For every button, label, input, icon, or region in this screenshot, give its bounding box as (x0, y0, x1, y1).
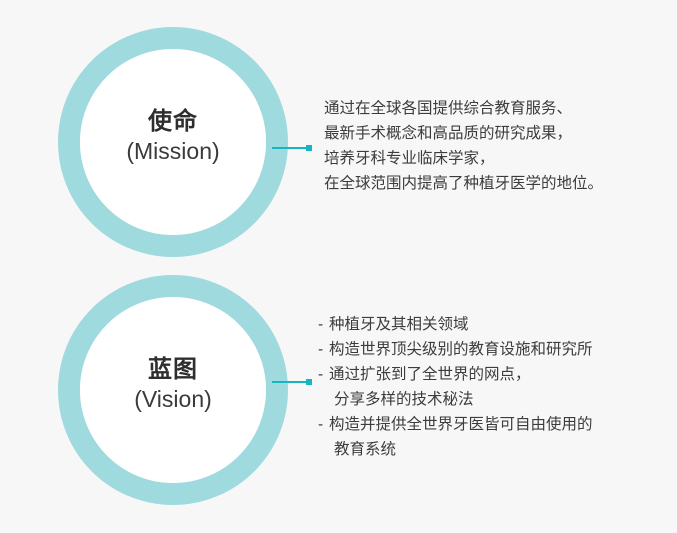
vision-list-item: -种植牙及其相关领域 (318, 312, 593, 337)
vision-text-block: -种植牙及其相关领域 -构造世界顶尖级别的教育设施和研究所 -通过扩张到了全世界… (318, 312, 593, 462)
mission-circle-label: 使命 (Mission) (80, 108, 266, 165)
vision-connector-endpoint-icon (306, 379, 312, 385)
vision-list-dash: - (318, 341, 324, 358)
vision-list-item-text: 构造世界顶尖级别的教育设施和研究所 (329, 341, 593, 358)
mission-text-line: 在全球范围内提高了种植牙医学的地位。 (324, 175, 604, 192)
mission-title-cjk: 使命 (148, 108, 198, 135)
vision-list-item: -构造并提供全世界牙医皆可自由使用的 (318, 412, 593, 437)
vision-list-dash: - (318, 316, 324, 333)
vision-list-item-text: 通过扩张到了全世界的网点， (329, 366, 531, 383)
vision-list-item-text: 构造并提供全世界牙医皆可自由使用的 (329, 416, 593, 433)
vision-list-dash: - (318, 416, 324, 433)
mission-text-line: 通过在全球各国提供综合教育服务、 (324, 100, 573, 117)
vision-list-dash: - (318, 366, 324, 383)
vision-connector-line (272, 381, 308, 383)
vision-title-en: (Vision) (134, 386, 212, 413)
vision-title-cjk: 蓝图 (148, 356, 198, 383)
mission-circle-inner (80, 49, 266, 235)
vision-list-item-continuation: 教育系统 (334, 441, 397, 458)
vision-list-item-text: 种植牙及其相关领域 (329, 316, 469, 333)
vision-circle-label: 蓝图 (Vision) (80, 356, 266, 413)
vision-circle-inner (80, 297, 266, 483)
mission-connector-endpoint-icon (306, 145, 312, 151)
vision-list-item-continuation: 分享多样的技术秘法 (334, 391, 474, 408)
mission-text-block: 通过在全球各国提供综合教育服务、 最新手术概念和高品质的研究成果， 培养牙科专业… (324, 96, 603, 196)
mission-connector-line (272, 147, 308, 149)
vision-list-item: -构造世界顶尖级别的教育设施和研究所 (318, 337, 593, 362)
mission-text-line: 培养牙科专业临床学家， (324, 150, 495, 167)
vision-list-item: -通过扩张到了全世界的网点， (318, 362, 593, 387)
mission-text-line: 最新手术概念和高品质的研究成果， (324, 125, 573, 142)
mission-title-en: (Mission) (126, 138, 220, 165)
